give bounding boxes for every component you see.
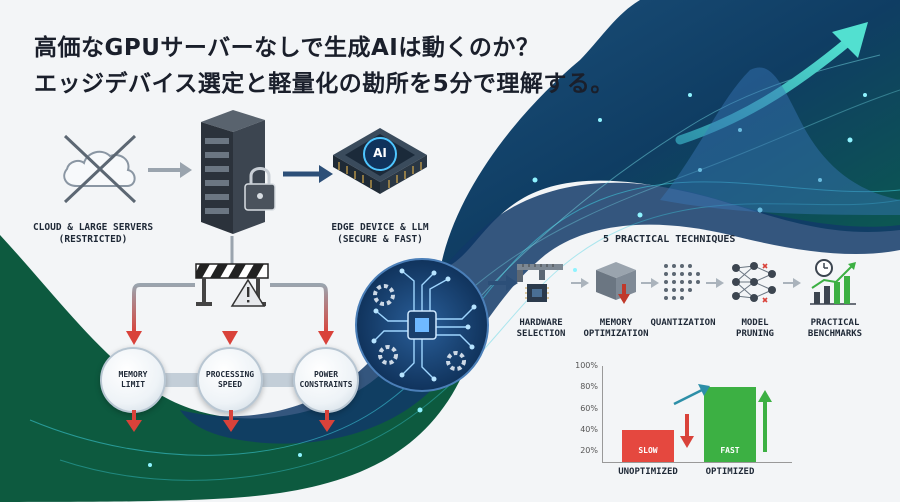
crossed-cloud-icon: [63, 134, 137, 204]
y-tick-label: 40%: [580, 425, 598, 434]
slow-down-arrow-icon: [680, 414, 694, 448]
bar-unoptimized: [622, 430, 674, 462]
box-compress-icon: [596, 262, 636, 304]
arrow-right-icon: [571, 278, 589, 288]
road-barrier-icon: [195, 263, 269, 307]
red-down-arrows: [126, 410, 335, 432]
ai-chip-icon: [333, 128, 427, 194]
y-tick-label: 80%: [580, 382, 598, 392]
benchmark-chart-icon: [810, 259, 856, 305]
edge-caption: EDGE DEVICE & LLM (SECURE & FAST): [331, 222, 429, 245]
x-axis: [602, 462, 792, 463]
arrow-right-icon: [283, 165, 333, 183]
x-category-label: OPTIMIZED: [705, 467, 755, 477]
arrow-right-icon: [706, 278, 724, 288]
y-tick-label: 20%: [580, 446, 598, 456]
x-category-label: UNOPTIMIZED: [618, 467, 678, 477]
benchmark-chart: 20% 40% 60% 80% 100% SLOW UNOPTIMIZED FAST OPTI…: [566, 361, 796, 490]
neural-net-icon: [732, 262, 776, 303]
branch-arrows: [126, 283, 334, 345]
cloud-caption: CLOUD & LARGE SERVERS (RESTRICTED): [32, 222, 154, 245]
techniques-title: 5 PRACTICAL TECHNIQUES: [603, 234, 736, 245]
bar-value-label: FAST: [720, 446, 740, 455]
arrow-down-icon: [230, 236, 234, 266]
circuit-hub-icon: [355, 258, 489, 392]
y-tick-label: 100%: [575, 361, 598, 370]
fast-up-arrow-icon: [758, 390, 772, 452]
headline-line-2: エッジデバイス選定と軽量化の勘所を5分で理解する。: [34, 71, 614, 97]
dot-grid-icon: [664, 264, 700, 300]
arrow-right-icon: [641, 278, 659, 288]
arrow-right-icon: [148, 162, 192, 178]
headline-line-1: 高価なGPUサーバーなしで生成AIは動くのか？: [34, 35, 540, 61]
improvement-arrow-icon: [673, 384, 710, 406]
y-tick-label: 60%: [580, 403, 598, 413]
bar-value-label: SLOW: [638, 446, 658, 455]
arrow-right-icon: [488, 275, 518, 291]
bar-optimized: [704, 387, 756, 462]
locked-server-icon: [201, 110, 276, 234]
y-axis: [602, 366, 603, 462]
arrow-right-icon: [783, 278, 801, 288]
chip-ai-label: AI: [373, 146, 387, 160]
caliper-chip-icon: [517, 264, 563, 302]
technique-quantization: QUANTIZATION: [650, 318, 716, 328]
